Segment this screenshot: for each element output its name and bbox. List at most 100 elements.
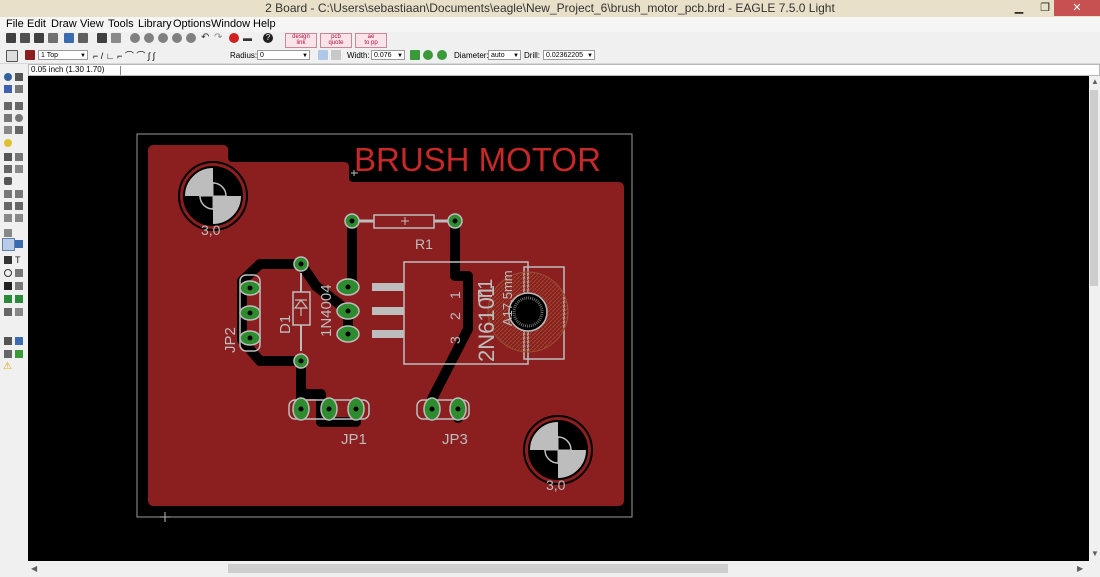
mark-icon[interactable] [15, 85, 23, 93]
ulp-icon[interactable] [97, 33, 107, 43]
attribute-icon[interactable] [15, 308, 23, 316]
rotate-icon[interactable] [15, 114, 23, 122]
via-round-icon[interactable] [423, 50, 433, 60]
drc-icon[interactable] [4, 350, 12, 358]
menu-tools[interactable]: Tools [108, 18, 134, 30]
script-icon[interactable] [78, 33, 88, 43]
signal-icon[interactable] [4, 229, 12, 237]
board-canvas[interactable]: BRUSH MOTOR 3,0 [28, 76, 1089, 561]
menu-file[interactable]: File [6, 18, 24, 30]
scroll-up-icon[interactable]: ▲ [1091, 77, 1099, 86]
menu-draw[interactable]: Draw [51, 18, 77, 30]
print-icon[interactable] [34, 33, 44, 43]
ratsnest-icon[interactable] [4, 337, 12, 345]
layer-color-icon [25, 50, 35, 60]
scroll-left-icon[interactable]: ◀ [31, 564, 38, 573]
help-icon[interactable]: ? [263, 33, 273, 43]
diode-name: D1 [277, 315, 294, 334]
info-icon[interactable] [4, 73, 12, 81]
mirror-icon[interactable] [4, 114, 12, 122]
menu-edit[interactable]: Edit [27, 18, 46, 30]
open-icon[interactable] [6, 33, 16, 43]
circle-icon[interactable] [4, 269, 12, 277]
auto-icon[interactable] [15, 337, 23, 345]
miter-round-icon[interactable] [318, 50, 328, 60]
menu-view[interactable]: View [80, 18, 104, 30]
optimize-icon[interactable] [15, 190, 23, 198]
bend-style-icons[interactable]: ⌐ / ∟ ⌐ ⌒ ⌒ ∫ ∫ [93, 51, 156, 61]
drill-select[interactable]: 0.02362205▼ [543, 50, 595, 60]
split-icon[interactable] [4, 190, 12, 198]
grid-icon[interactable] [6, 50, 18, 62]
diameter-select[interactable]: auto▼ [488, 50, 521, 60]
go-icon[interactable]: ▬ [243, 33, 252, 43]
polygon-icon[interactable] [15, 282, 23, 290]
radius-select[interactable]: 0▼ [257, 50, 310, 60]
board-drawing: BRUSH MOTOR 3,0 [136, 133, 633, 522]
menu-window[interactable]: Window [211, 18, 251, 30]
delete-icon[interactable] [4, 153, 12, 161]
move-icon[interactable] [4, 102, 12, 110]
menu-library[interactable]: Library [138, 18, 172, 30]
display-layers-icon[interactable] [4, 85, 12, 93]
zoom-out-icon[interactable] [158, 33, 168, 43]
meander-icon[interactable] [4, 214, 12, 222]
zoom-redraw-icon[interactable] [172, 33, 182, 43]
hole-icon[interactable] [4, 308, 12, 316]
schematic-icon[interactable] [64, 33, 74, 43]
maximize-button[interactable]: ❐ [1040, 2, 1050, 14]
vertical-scrollbar[interactable]: ▲ ▼ [1089, 76, 1100, 561]
miter-icon[interactable] [15, 202, 23, 210]
autoroute-icon[interactable] [15, 240, 23, 248]
replace-icon[interactable] [4, 165, 12, 173]
via-icon[interactable] [4, 295, 12, 303]
undo-icon[interactable]: ↶ [201, 32, 210, 43]
errors-icon[interactable]: ⚠ [3, 361, 12, 372]
cam-icon[interactable] [48, 33, 58, 43]
ripup-icon[interactable] [15, 214, 23, 222]
smash-icon[interactable] [4, 202, 12, 210]
route-icon[interactable] [2, 238, 15, 251]
scroll-down-icon[interactable]: ▼ [1091, 549, 1099, 558]
text-icon[interactable]: T [15, 255, 21, 265]
lock-icon[interactable] [4, 177, 12, 185]
menu-options[interactable]: Options [173, 18, 211, 30]
paste-icon[interactable] [4, 139, 12, 147]
miter-straight-icon[interactable] [331, 50, 341, 60]
zoom-fit-icon[interactable] [130, 33, 140, 43]
dimension-icon[interactable] [15, 295, 23, 303]
copy-icon[interactable] [15, 102, 23, 110]
show-icon[interactable] [15, 73, 23, 81]
close-button[interactable]: ✕ [1054, 0, 1100, 16]
zoom-select-icon[interactable] [186, 33, 196, 43]
change-icon[interactable] [15, 126, 23, 134]
add-icon[interactable] [15, 153, 23, 161]
redo-icon[interactable]: ↷ [214, 32, 223, 43]
erc-icon[interactable] [15, 350, 23, 358]
rect-icon[interactable] [4, 282, 12, 290]
via-square-icon[interactable] [410, 50, 420, 60]
stop-icon[interactable] [229, 33, 239, 43]
display-icon[interactable] [111, 33, 121, 43]
jp1-pad-3 [347, 397, 365, 421]
scroll-right-icon[interactable]: ▶ [1077, 564, 1084, 573]
layer-select[interactable]: 1 Top▼ [38, 50, 88, 60]
save-icon[interactable] [20, 33, 30, 43]
minimize-button[interactable]: ▁ [1014, 2, 1024, 14]
group-icon[interactable] [4, 126, 12, 134]
via-octagon-icon[interactable] [437, 50, 447, 60]
menu-help[interactable]: Help [253, 18, 276, 30]
wire-icon[interactable] [4, 256, 12, 264]
horizontal-scroll-thumb[interactable] [228, 564, 728, 573]
vertical-scroll-thumb[interactable] [1090, 90, 1098, 286]
zoom-in-icon[interactable] [144, 33, 154, 43]
width-select[interactable]: 0.076▼ [371, 50, 405, 60]
horizontal-scrollbar[interactable]: ◀ ▶ [28, 561, 1089, 577]
window-title: 2 Board - C:\Users\sebastiaan\Documents\… [265, 1, 835, 15]
arc-icon[interactable] [15, 269, 23, 277]
name-icon[interactable] [15, 165, 23, 173]
command-line[interactable]: 0.05 inch (1.30 1.70) [28, 64, 1100, 76]
